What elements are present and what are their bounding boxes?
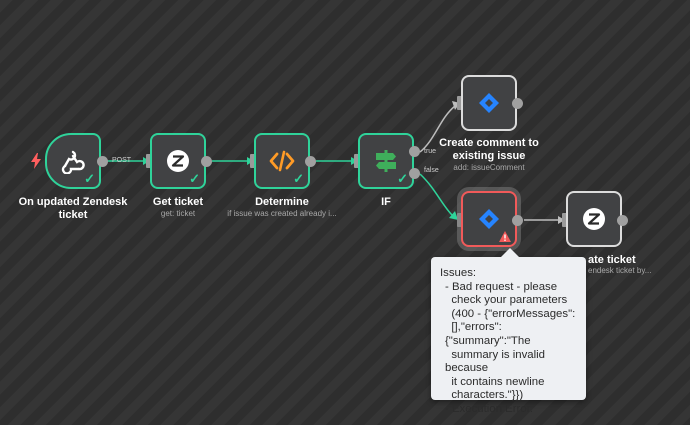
tooltip-line: check your parameters [445, 294, 568, 307]
success-check-icon: ✓ [397, 171, 408, 186]
input-port-get-ticket[interactable] [146, 154, 153, 168]
tooltip-line: [],"errors":{"summary":"The [445, 321, 531, 347]
jira-icon [479, 209, 499, 229]
node-webhook[interactable]: ✓ [45, 133, 101, 189]
node-title-if: IF [381, 196, 391, 208]
node-if[interactable]: ✓ [358, 133, 414, 189]
node-title-webhook: On updated Zendesk ticket [18, 196, 128, 221]
tooltip-line: - Bad request - please [445, 280, 558, 293]
edge-label-false: false [424, 167, 439, 174]
success-check-icon: ✓ [84, 171, 95, 186]
connection-determine-if[interactable] [316, 157, 358, 165]
node-update-ticket[interactable] [566, 191, 622, 247]
input-port-create-comment[interactable] [457, 96, 464, 110]
tooltip-lines: - Bad request - please check your parame… [445, 281, 577, 417]
tooltip-line: summary is invalid because [445, 348, 549, 375]
input-port-create-issue[interactable] [457, 213, 464, 227]
code-icon [269, 150, 295, 172]
node-title-get-ticket: Get ticket [152, 196, 204, 208]
tooltip-line: - Execution Error. [445, 402, 533, 415]
warning-icon[interactable] [499, 231, 511, 242]
signpost-icon [376, 150, 396, 172]
connection-if-false-create-issue[interactable] [419, 173, 458, 220]
tooltip-line: (400 - {"errorMessages": [445, 307, 576, 320]
jira-icon [479, 93, 499, 113]
node-title-update-ticket: ate ticket [588, 254, 636, 266]
tooltip-line: it contains newline [445, 375, 545, 388]
zendesk-icon [583, 208, 605, 230]
output-port-create-comment[interactable] [512, 98, 523, 109]
success-check-icon: ✓ [189, 171, 200, 186]
output-port-create-issue[interactable] [512, 215, 523, 226]
node-create-issue[interactable] [461, 191, 517, 247]
node-subtitle-update-ticket: endesk ticket by... [588, 266, 652, 275]
node-subtitle-determine: if issue was created already i... [227, 209, 337, 218]
input-port-determine[interactable] [250, 154, 257, 168]
node-title-determine: Determine [255, 196, 309, 208]
edge-label-post: POST [112, 157, 132, 164]
tooltip-line: characters."}}) [445, 389, 524, 402]
output-port-if-false[interactable] [409, 168, 420, 179]
connection-get-ticket-determine[interactable] [212, 157, 254, 165]
connection-create-issue-update-ticket[interactable] [524, 216, 565, 224]
node-get-ticket[interactable]: ✓ [150, 133, 206, 189]
output-port-update-ticket[interactable] [617, 215, 628, 226]
output-port-get-ticket[interactable] [201, 156, 212, 167]
tooltip-heading: Issues: [440, 267, 477, 279]
output-port-determine[interactable] [305, 156, 316, 167]
node-title-create-comment: Create comment to existing issue [439, 137, 539, 162]
success-check-icon: ✓ [293, 171, 304, 186]
edge-label-true: true [424, 148, 437, 155]
zendesk-icon [167, 150, 189, 172]
webhook-icon [61, 150, 85, 174]
node-determine[interactable]: ✓ [254, 133, 310, 189]
node-subtitle-create-comment: add: issueComment [453, 163, 525, 172]
node-create-comment[interactable] [461, 75, 517, 131]
node-subtitle-get-ticket: get: ticket [160, 209, 196, 218]
input-port-if[interactable] [354, 154, 361, 168]
error-tooltip: Issues: - Bad request - please check you… [431, 248, 586, 415]
output-port-webhook[interactable] [97, 156, 108, 167]
output-port-if-true[interactable] [409, 146, 420, 157]
trigger-bolt-icon [31, 153, 41, 169]
input-port-update-ticket[interactable] [562, 213, 569, 227]
